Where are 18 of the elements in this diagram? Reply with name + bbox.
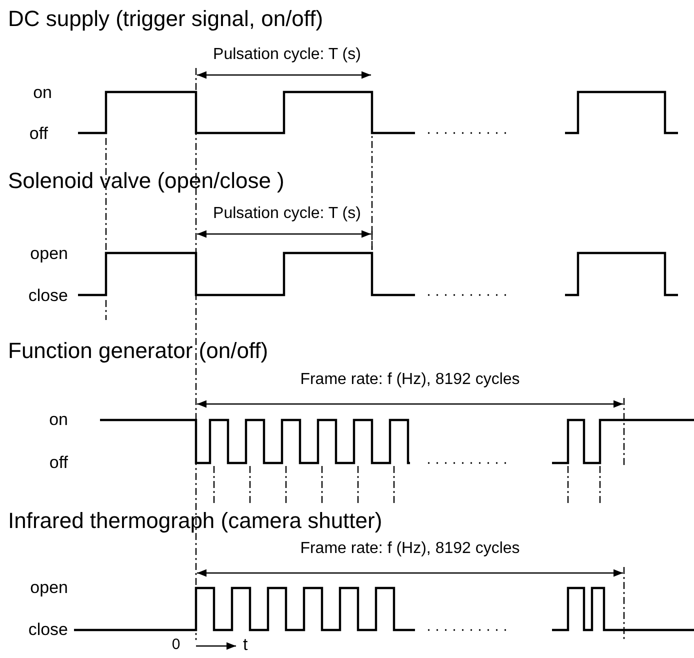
level-label: open [30,579,68,596]
dimension-label: Frame rate: f (Hz), 8192 cycles [300,541,520,557]
level-label: open [30,245,68,262]
section-title: Solenoid valve (open/close ) [8,170,284,192]
axis-label: t [243,636,248,653]
axis-origin-label: 0 [172,637,180,652]
dimension-label: Frame rate: f (Hz), 8192 cycles [300,372,520,388]
level-label: off [29,125,48,142]
level-label: on [33,84,52,101]
section-title: Function generator (on/off) [8,340,268,362]
section-title: DC supply (trigger signal, on/off) [8,8,324,30]
level-label: close [28,621,68,638]
section-title: Infrared thermograph (camera shutter) [8,510,382,532]
dimension-label: Pulsation cycle: T (s) [213,47,361,63]
dimension-label: Pulsation cycle: T (s) [213,206,361,222]
level-label: close [28,287,68,304]
level-label: off [49,454,68,471]
level-label: on [49,411,68,428]
